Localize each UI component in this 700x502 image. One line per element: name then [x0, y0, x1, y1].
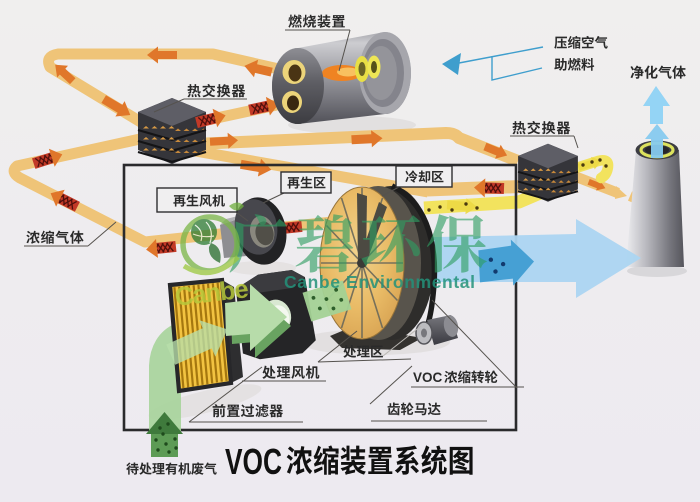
- svg-text:Canbe Environmental: Canbe Environmental: [284, 272, 475, 292]
- svg-text:VOC: VOC: [413, 370, 443, 385]
- svg-text:VOC: VOC: [225, 441, 282, 482]
